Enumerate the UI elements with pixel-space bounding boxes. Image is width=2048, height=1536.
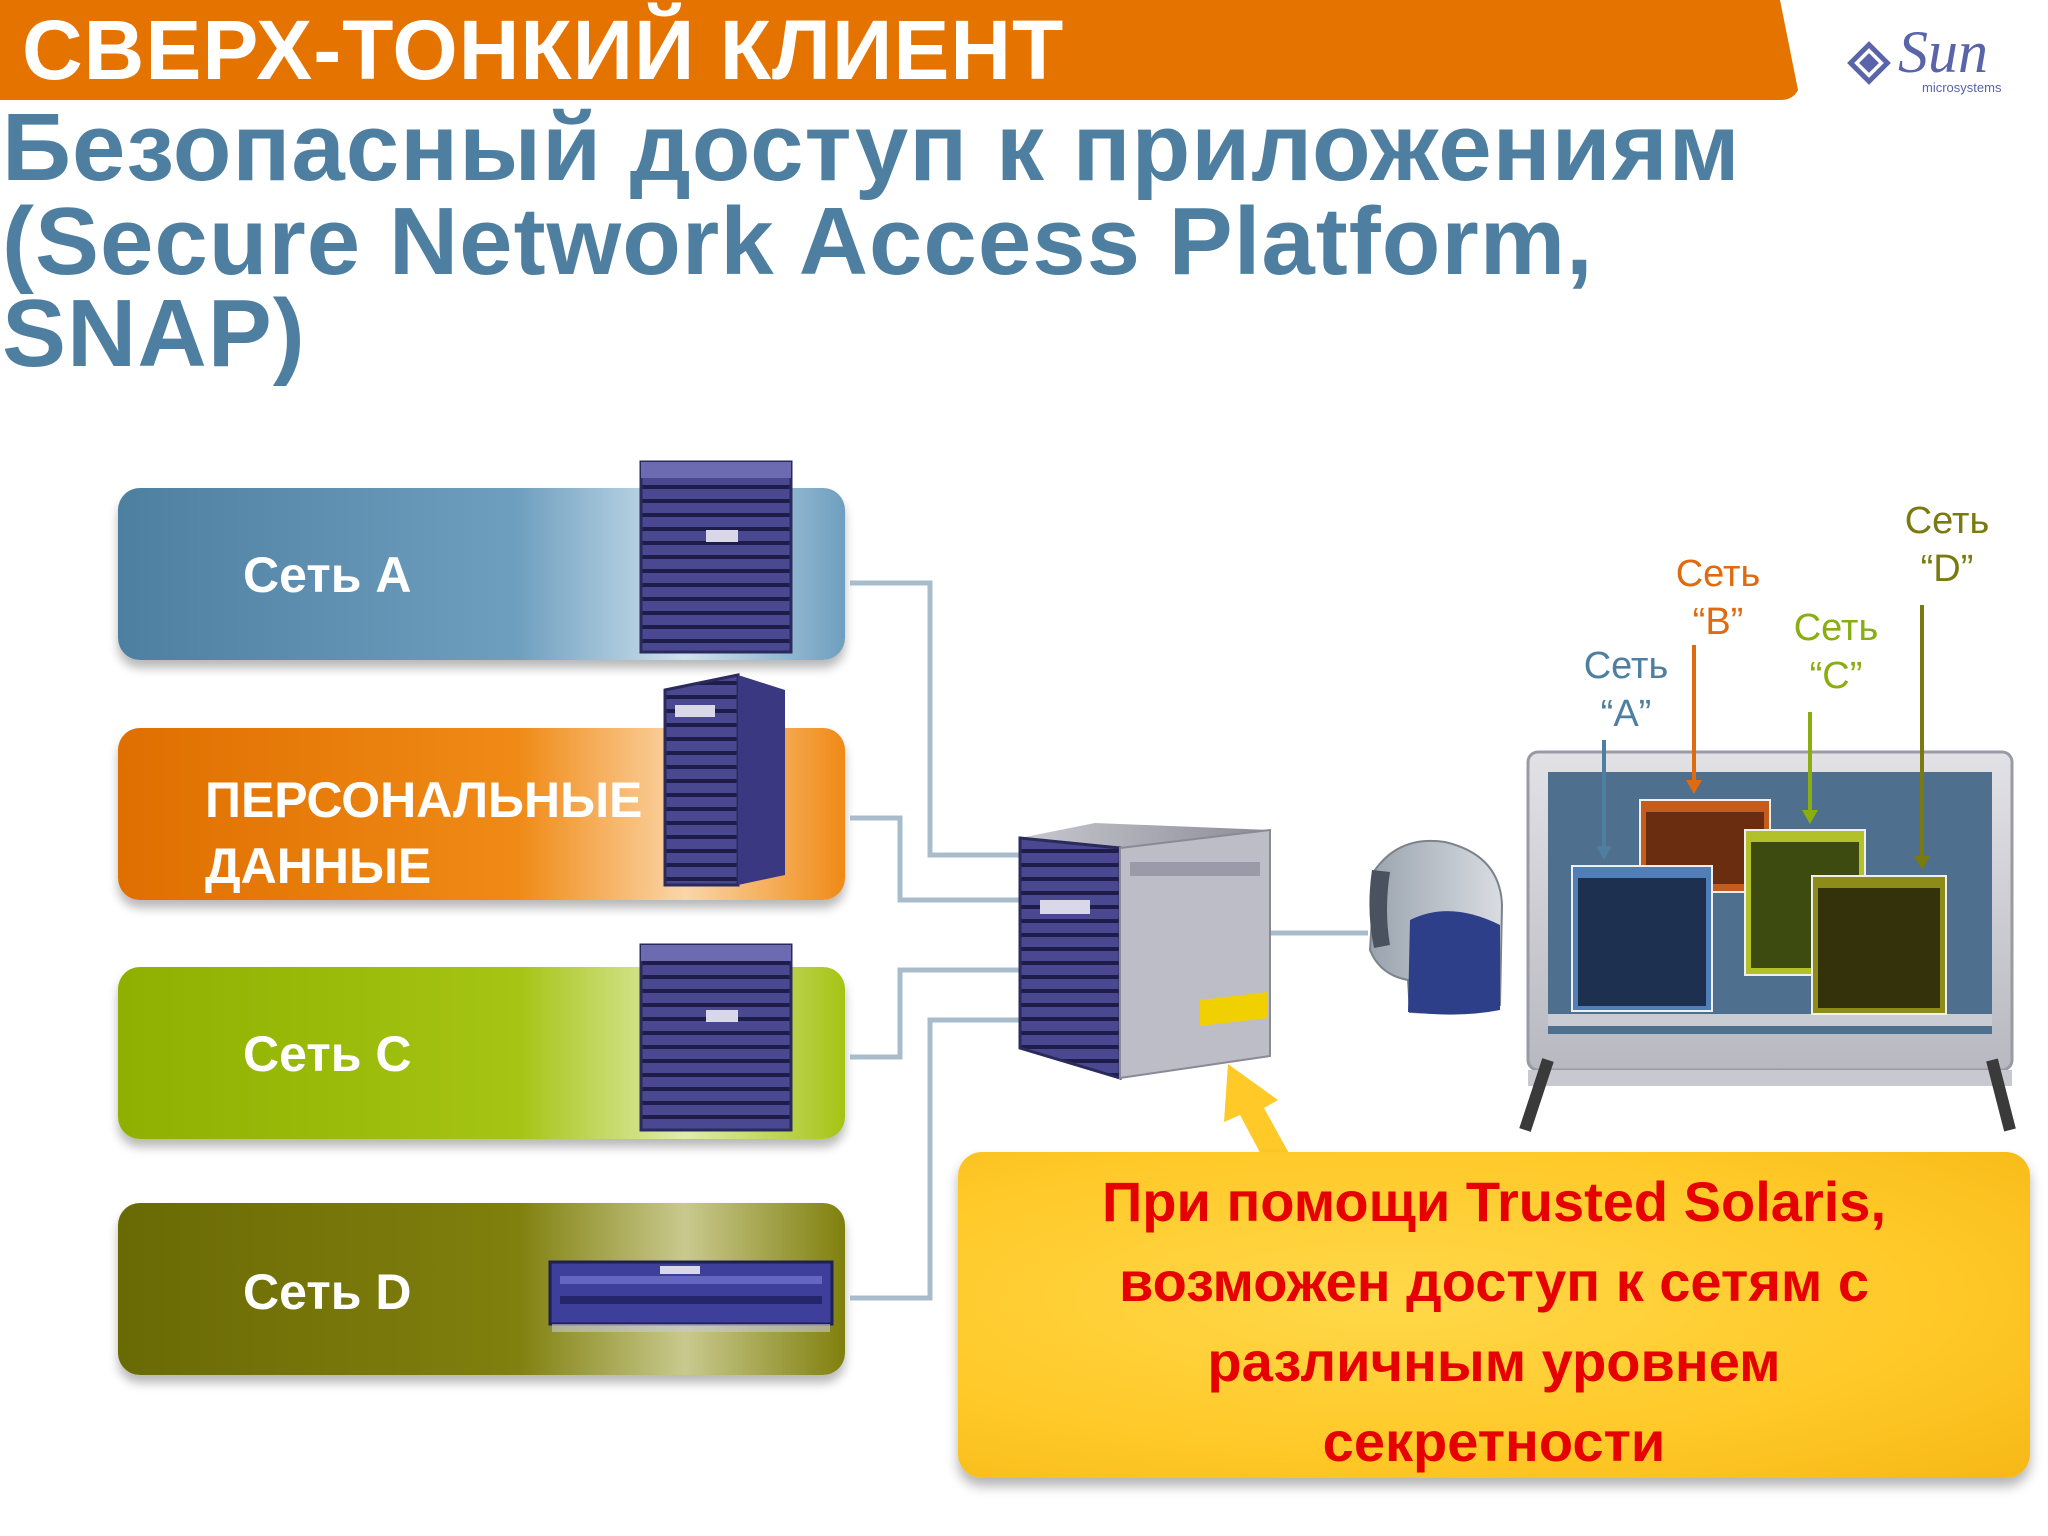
line-personal-data <box>850 815 1022 903</box>
screen-label-network-b: Сеть “B” <box>1643 550 1793 646</box>
line-network-d <box>850 1017 1022 1301</box>
screen-arrows <box>1596 605 1930 870</box>
callout-line-3: различным уровнем <box>1207 1330 1781 1393</box>
screen-label-b-line-1: Сеть <box>1675 553 1761 595</box>
screen-label-a-line-1: Сеть <box>1583 645 1669 687</box>
callout-text: При помощи Trusted Solaris, возможен дос… <box>958 1162 2030 1482</box>
server-rack-c-icon <box>639 943 793 1132</box>
server-tower-personal-icon <box>663 673 785 887</box>
logo-word: Sun <box>1898 19 1988 85</box>
server-1u-d-icon <box>548 1260 834 1332</box>
callout-line-4: секретности <box>1322 1410 1666 1473</box>
sun-logo: Sun microsystems <box>1840 20 2010 98</box>
screen-label-d-line-1: Сеть <box>1904 500 1990 542</box>
screen-label-c-line-2: “C” <box>1809 655 1863 697</box>
screen-label-d-line-2: “D” <box>1920 548 1974 590</box>
band-label-personal-line-1: ПЕРСОНАЛЬНЫЕ <box>205 772 643 828</box>
callout-pointer-arrow <box>1224 1064 1290 1162</box>
central-server-icon <box>1018 823 1271 1081</box>
callout-line-2: возможен доступ к сетям с <box>1118 1250 1870 1313</box>
connection-lines <box>850 580 1368 1301</box>
screen-label-b-line-2: “B” <box>1692 601 1744 643</box>
line-network-c <box>850 967 1022 1060</box>
screen-label-c-line-1: Сеть <box>1793 607 1879 649</box>
logo-subtitle: microsystems <box>1922 80 2002 95</box>
sun-diamond-icon <box>1847 41 1891 85</box>
title-line-1: Безопасный доступ к приложениям <box>2 94 1741 201</box>
screen-label-network-c: Сеть “C” <box>1761 604 1911 700</box>
screen-label-a-line-2: “A” <box>1600 693 1652 735</box>
band-label-personal-line-2: ДАННЫЕ <box>205 838 432 894</box>
server-rack-a-icon <box>639 460 793 654</box>
band-label-network-d: Сеть D <box>243 1264 412 1320</box>
thin-client-icon <box>1368 839 1504 1015</box>
callout-line-1: При помощи Trusted Solaris, <box>1102 1170 1886 1233</box>
band-label-network-c: Сеть C <box>243 1026 412 1082</box>
line-network-a <box>850 580 1022 858</box>
title-line-2: (Secure Network Access Platform, <box>2 188 1594 295</box>
callout-box: При помощи Trusted Solaris, возможен дос… <box>958 1152 2030 1478</box>
title-line-3: SNAP) <box>2 280 306 387</box>
screen-label-network-d: Сеть “D” <box>1872 497 2022 593</box>
header-title: СВЕРХ-ТОНКИЙ КЛИЕНТ <box>22 3 1065 97</box>
screen-label-network-a: Сеть “A” <box>1551 642 1701 738</box>
monitor-icon <box>1519 750 2016 1132</box>
band-label-network-a: Сеть A <box>243 547 412 603</box>
header-band <box>0 0 1800 100</box>
